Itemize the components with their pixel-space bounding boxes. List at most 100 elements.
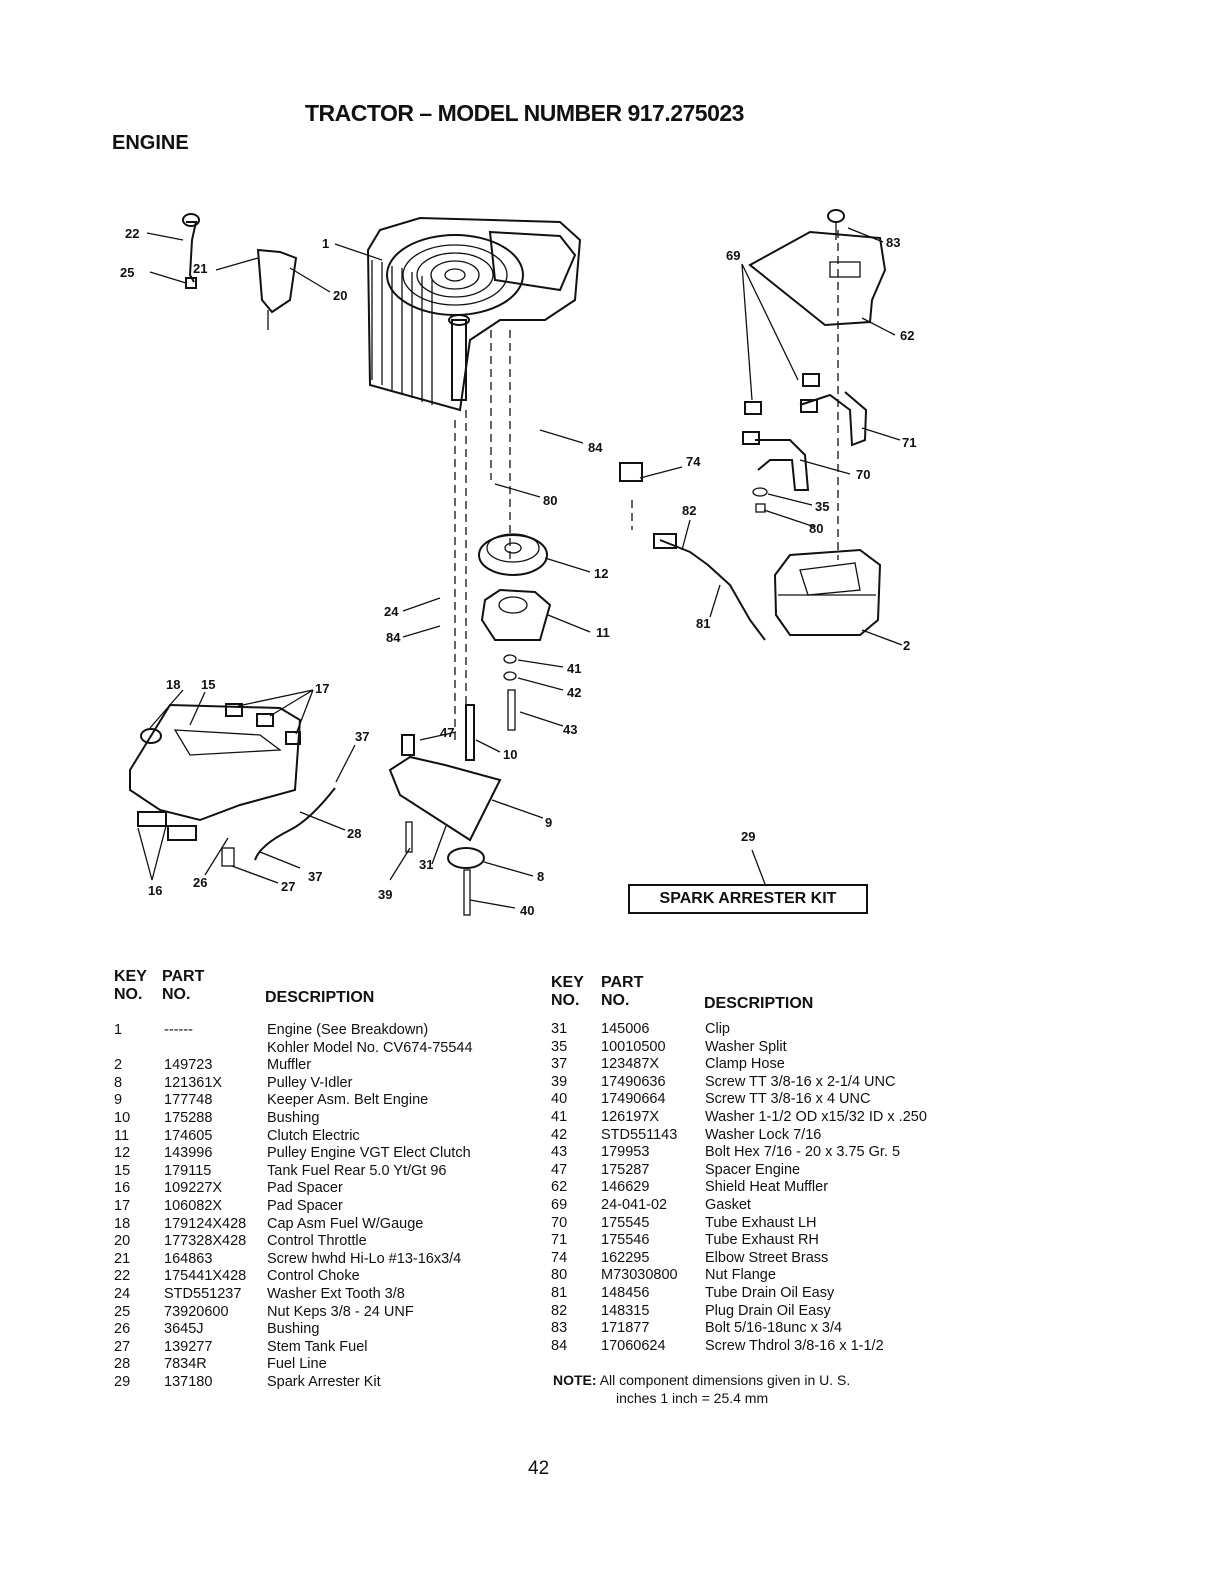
key-cell: 20 [114,1233,131,1250]
callout-2: 2 [903,638,910,653]
description-cell: Bolt 5/16-18unc x 3/4 [705,1320,843,1337]
key-cell: 47 [551,1161,568,1178]
part-number-cell: 175288 [164,1109,213,1126]
description-cell: Cap Asm Fuel W/Gauge [267,1215,424,1232]
callout-27: 27 [281,879,295,894]
part-number-cell: 17490636 [601,1073,666,1090]
callout-22: 22 [125,226,139,241]
key-cell: 15 [114,1162,131,1179]
fuel-tank-illustration [129,703,302,841]
part-number-cell: 179953 [601,1144,650,1161]
callout-10: 10 [503,747,517,762]
callout-69: 69 [726,248,740,263]
part-number-cell: 175546 [601,1232,650,1249]
part-number-cell: 106082X [164,1197,223,1214]
description-cell: Nut Keps 3/8 - 24 UNF [267,1303,414,1320]
heat-shield-illustration [748,209,887,327]
callout-47: 47 [440,725,454,740]
key-cell: 9 [114,1092,123,1109]
part-number-cell: 175287 [601,1161,650,1178]
description-cell: Tube Exhaust LH [705,1214,817,1231]
right-description-header: DESCRIPTION [704,995,814,1012]
parts-row: 1------Engine (See Breakdown) [114,1022,473,1040]
key-cell: 69 [551,1196,568,1213]
key-cell: 27 [114,1338,131,1355]
description-cell: Bolt Hex 7/16 - 20 x 3.75 Gr. 5 [705,1144,901,1161]
key-cell: 29 [114,1373,131,1390]
description-cell: Keeper Asm. Belt Engine [267,1092,429,1109]
key-cell: 12 [114,1145,131,1162]
callout-12: 12 [594,566,608,581]
part-number-cell: 145006 [601,1021,650,1037]
key-cell: 22 [114,1268,131,1285]
description-cell: Fuel Line [267,1356,327,1373]
description-cell: Tube Exhaust RH [705,1232,819,1249]
part-number-cell: M73030800 [601,1267,678,1284]
description-cell: Screw TT 3/8-16 x 4 UNC [705,1091,871,1108]
exploded-parts-diagram: 22 25 1 21 20 84 80 74 82 12 24 84 11 41… [120,209,916,918]
description-cell: Bushing [267,1109,320,1126]
key-cell: 18 [114,1215,131,1232]
part-number-cell: 137180 [164,1373,213,1390]
key-cell: 1 [114,1022,123,1038]
key-cell: 24 [114,1285,131,1302]
callout-74: 74 [686,454,701,469]
key-cell [114,1040,164,1058]
callout-25: 25 [120,265,134,280]
key-cell: 35 [551,1038,568,1055]
callout-37b: 37 [308,869,322,884]
description-cell: Control Choke [267,1268,360,1285]
engine-illustration [366,216,582,412]
part-number-cell: 164863 [164,1250,213,1267]
description-cell: Washer Lock 7/16 [705,1126,822,1143]
key-cell: 8 [114,1074,123,1091]
callout-71: 71 [902,435,916,450]
key-cell: 42 [551,1126,568,1143]
key-cell: 2 [114,1057,123,1074]
part-number-cell: 24-041-02 [601,1196,668,1213]
callout-41: 41 [567,661,581,676]
key-cell: 39 [551,1073,568,1090]
key-cell: 80 [551,1267,568,1284]
callout-81: 81 [696,616,710,631]
part-number-cell [164,1040,267,1058]
part-number-cell: STD551237 [164,1285,242,1302]
throttle-control-illustration [256,248,298,330]
description-cell: Washer 1-1/2 OD x15/32 ID x .250 [705,1108,927,1125]
part-number-cell: 148315 [601,1302,650,1319]
part-number-cell: 139277 [164,1338,213,1355]
part-number-cell: 174605 [164,1127,213,1144]
description-cell: Spark Arrester Kit [267,1373,381,1390]
part-number-cell: 17490664 [601,1091,666,1108]
description-cell: Control Throttle [267,1233,367,1250]
key-cell: 11 [114,1127,130,1144]
callout-26: 26 [193,875,207,890]
callout-84: 84 [588,440,603,455]
description-cell: Nut Flange [705,1267,776,1284]
part-number-cell: 73920600 [164,1303,229,1320]
key-cell: 31 [551,1021,568,1037]
callout-29: 29 [741,829,755,844]
description-cell: Bushing [267,1321,320,1338]
description-cell: Muffler [267,1057,312,1074]
key-cell: 62 [551,1179,568,1196]
spark-arrester-kit-label: SPARK ARRESTER KIT [628,884,868,914]
part-number-cell: 177748 [164,1092,213,1109]
key-cell: 82 [551,1302,568,1319]
